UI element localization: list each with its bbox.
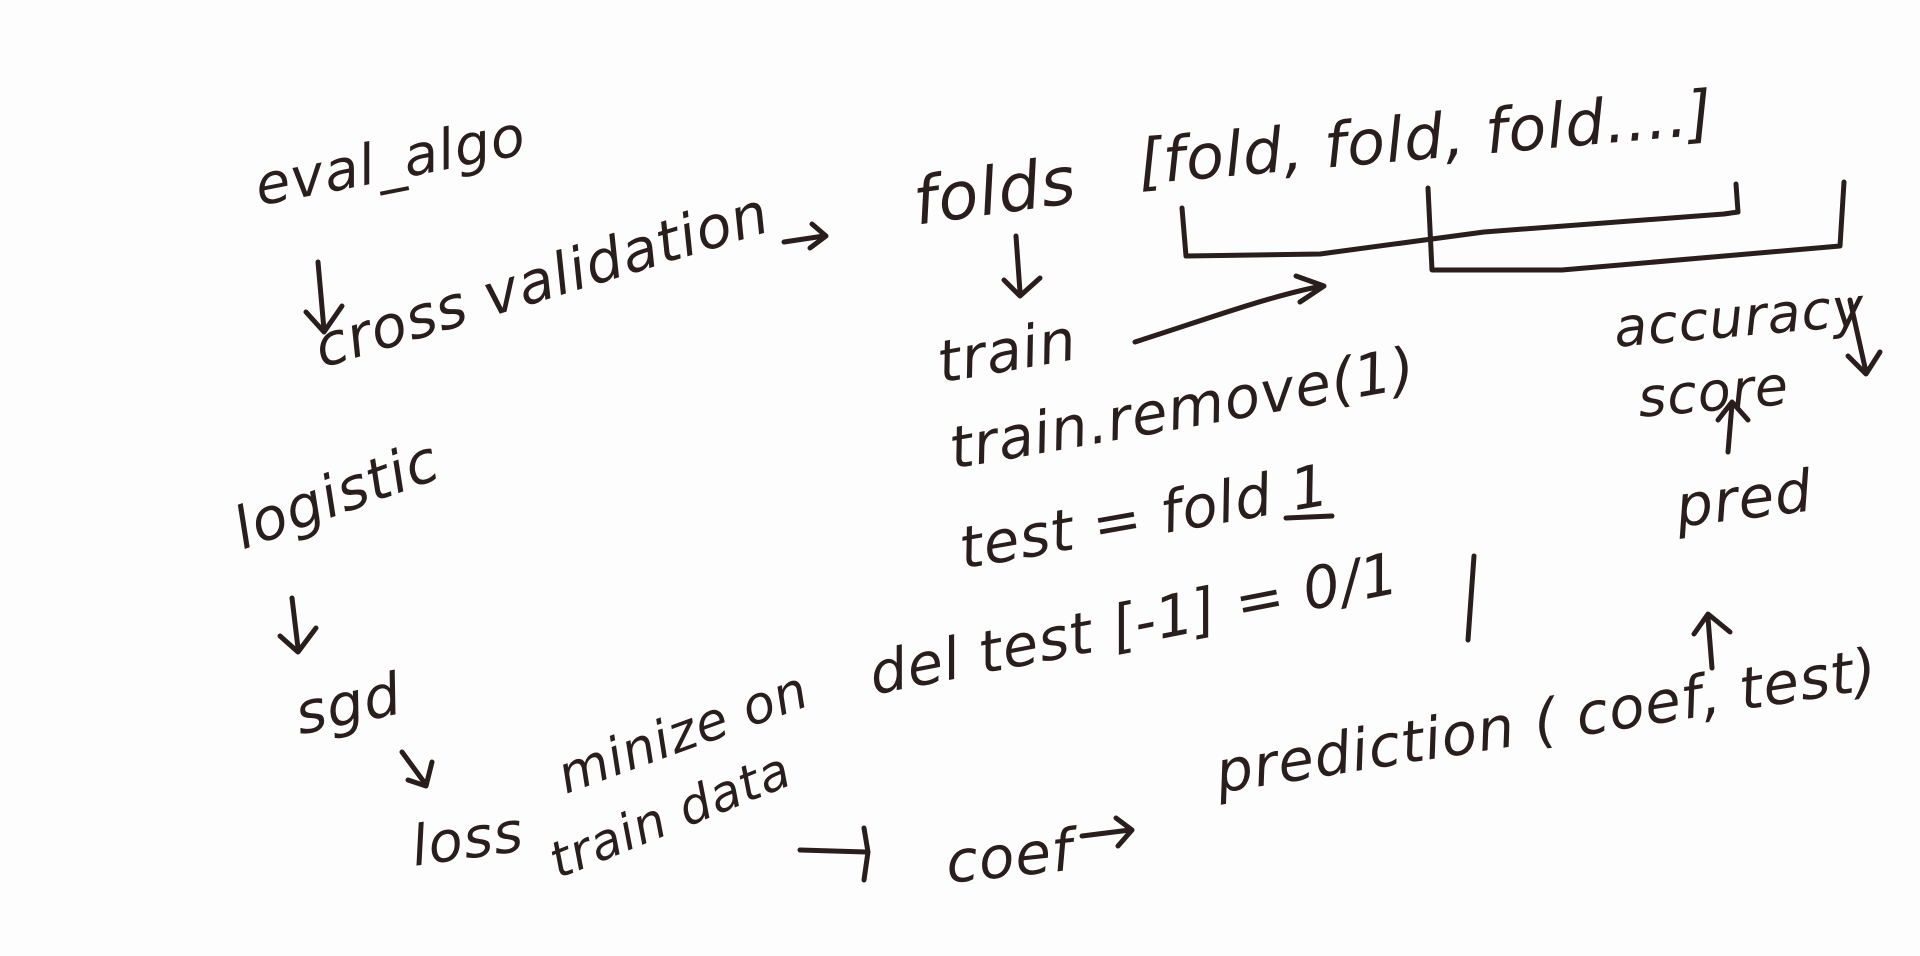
right-arrow-icon [1132, 273, 1327, 345]
down-arrow-icon [277, 595, 319, 655]
bracket-icon [1179, 181, 1741, 259]
underline-mark [1283, 513, 1335, 521]
up-arrow-icon [1691, 611, 1733, 671]
down-arrow-icon [303, 259, 345, 335]
down-arrow-icon [1845, 297, 1883, 377]
bracket-icon [1425, 179, 1847, 273]
divider-slash [1465, 553, 1477, 643]
right-arrow-icon [1079, 815, 1135, 849]
up-arrow-icon [1715, 399, 1751, 455]
loss-label: loss [407, 799, 528, 880]
score-label: score [1635, 353, 1792, 430]
coef-label: coef [942, 815, 1077, 897]
right-arrow-icon [781, 221, 829, 251]
right-arrow-icon [797, 825, 871, 883]
down-arrow-icon [399, 749, 435, 789]
down-arrow-icon [1001, 233, 1043, 299]
pred-label: pred [1671, 456, 1817, 541]
